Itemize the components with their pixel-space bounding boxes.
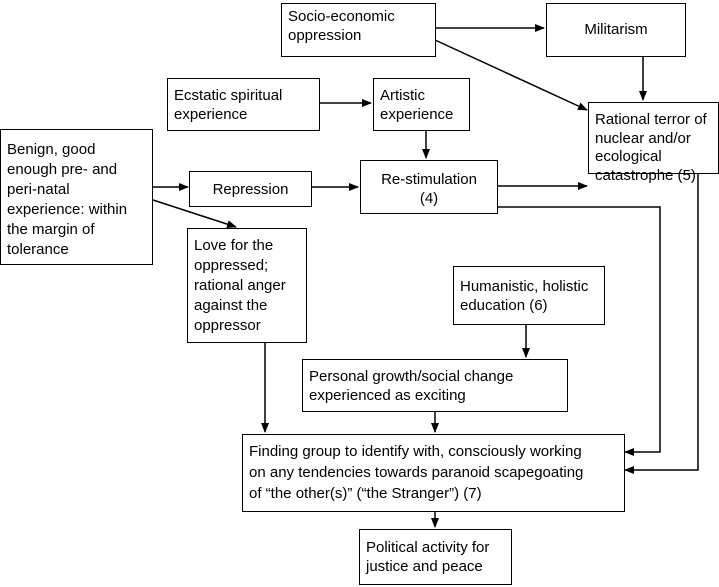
node-personal-growth: Personal growth/social change experience… xyxy=(302,359,568,412)
node-love-for-oppressed: Love for the oppressed; rational anger a… xyxy=(187,228,307,343)
node-benign-experience: Benign, good enough pre- and peri-natal … xyxy=(0,129,153,265)
node-humanistic-education: Humanistic, holistic education (6) xyxy=(453,266,605,325)
node-repression: Repression xyxy=(189,171,312,207)
node-artistic-experience: Artistic experience xyxy=(373,78,470,131)
arrow-terror-to-group xyxy=(624,174,699,474)
arrow-socio-to-terror xyxy=(434,39,588,111)
node-rational-terror: Rational terror of nuclear and/or ecolog… xyxy=(588,102,719,184)
arrow-benign-to-love xyxy=(152,199,237,229)
node-socio-economic-oppression: Socio-economic oppression xyxy=(281,3,436,57)
node-finding-group: Finding group to identify with, consciou… xyxy=(242,434,625,512)
node-ecstatic-spiritual-experience: Ecstatic spiritual experience xyxy=(167,78,320,131)
node-restimulation: Re-stimulation (4) xyxy=(360,160,498,214)
node-political-activity: Political activity for justice and peace xyxy=(359,529,512,585)
node-militarism: Militarism xyxy=(546,3,686,57)
arrow-restimulation-to-group xyxy=(498,206,661,456)
